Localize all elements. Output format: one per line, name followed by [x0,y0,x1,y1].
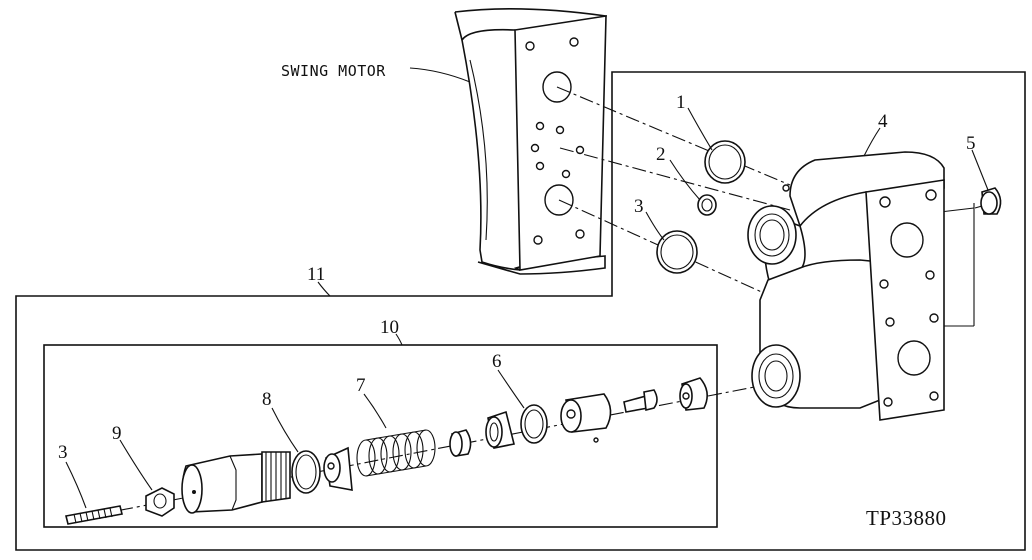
assembly-10-box [43,344,718,528]
pin [623,389,658,413]
valve-body [747,151,945,421]
label-item-5: 5 [966,133,976,154]
poppet [323,446,353,491]
item-8-cartridge [181,451,291,514]
item-3-screw [65,505,123,525]
figure-code: TP33880 [866,506,947,530]
item-5-plug [974,187,1002,215]
label-item-9: 9 [112,423,122,444]
label-item-8: 8 [262,389,272,410]
item-7-spring [356,429,436,477]
swing-motor-housing [454,8,608,275]
label-item-3-lower: 3 [58,442,68,463]
piston [449,429,472,457]
label-item-2: 2 [656,144,666,165]
label-item-4: 4 [878,111,888,132]
swing-motor-label: SWING MOTOR [281,62,386,80]
end-plug [679,377,708,411]
item-1-o-ring [704,140,746,184]
item-3-o-ring-upper [656,230,698,274]
label-item-1: 1 [676,92,686,113]
label-item-7: 7 [356,375,366,396]
item-9-nut [145,487,175,517]
assembly-11-box [15,71,1026,551]
label-item-6: 6 [492,351,502,372]
label-item-10: 10 [380,317,399,338]
leader-lines [65,67,989,509]
valve-seat [560,393,612,443]
sleeve [485,410,515,449]
label-item-11: 11 [307,264,325,285]
label-item-3-upper: 3 [634,196,644,217]
item-2-o-ring [697,194,717,216]
